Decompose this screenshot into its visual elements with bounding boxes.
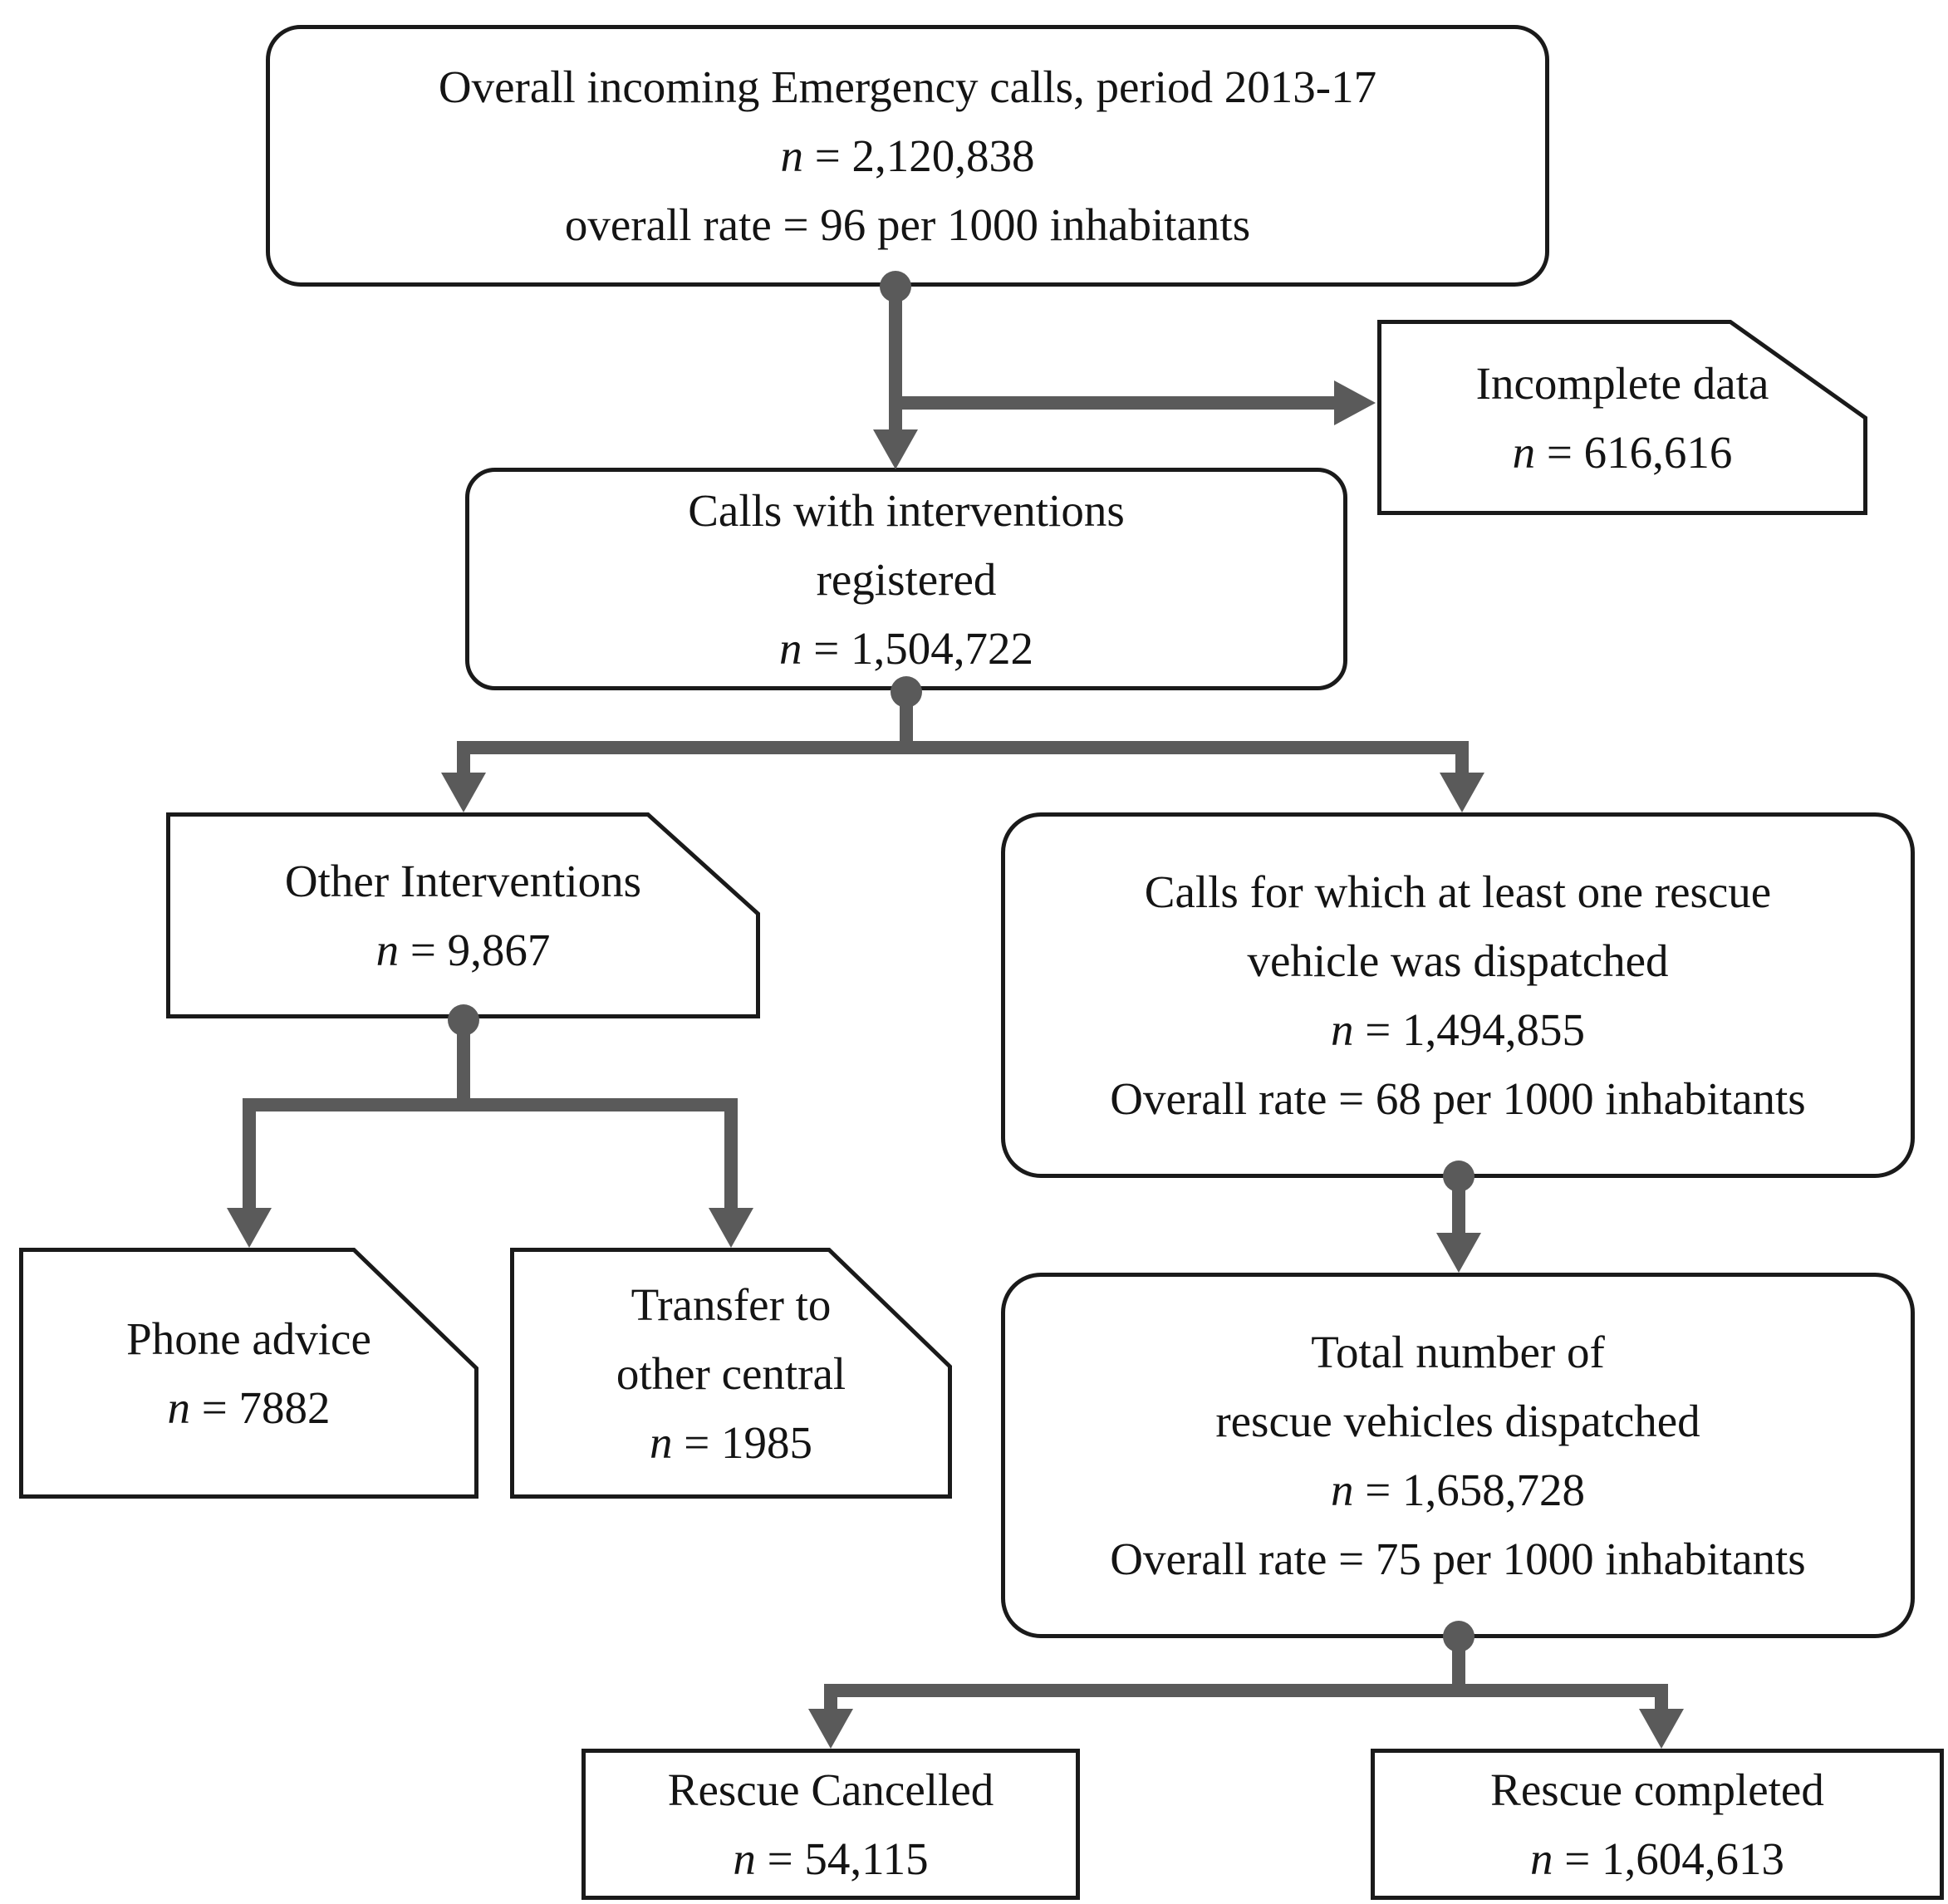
- connector-dot: [880, 271, 911, 302]
- connector-line: [457, 741, 470, 776]
- node-text-line: Transfer to: [631, 1278, 832, 1330]
- arrow-down-icon: [1639, 1709, 1684, 1749]
- cut-corner-shape: [19, 1248, 478, 1499]
- arrow-down-icon: [441, 773, 486, 812]
- node-text-line: Calls with interventions: [688, 484, 1125, 536]
- node-rescue-dispatched-calls: Calls for which at least one rescue vehi…: [1001, 812, 1915, 1178]
- node-text-line: overall rate = 96 per 1000 inhabitants: [564, 199, 1251, 250]
- node-calls-registered: Calls with interventions registered n = …: [465, 468, 1347, 690]
- connector-line: [824, 1684, 837, 1710]
- arrow-down-icon: [1440, 773, 1484, 812]
- node-text-line: Overall incoming Emergency calls, period…: [438, 61, 1377, 112]
- node-total-vehicles-dispatched: Total number of rescue vehicles dispatch…: [1001, 1273, 1915, 1638]
- node-total-content: Total number of rescue vehicles dispatch…: [1005, 1318, 1911, 1593]
- connector-line: [724, 1098, 738, 1210]
- arrow-down-icon: [709, 1208, 753, 1248]
- node-text-line: rescue vehicles dispatched: [1215, 1396, 1700, 1446]
- node-text-line: n = 54,115: [733, 1833, 929, 1884]
- arrow-down-icon: [808, 1709, 853, 1749]
- node-text-line: Other Interventions: [284, 856, 642, 906]
- node-text-line: Incomplete data: [1475, 357, 1769, 409]
- arrow-right-icon: [1334, 380, 1376, 425]
- connector-dot: [891, 676, 922, 708]
- node-text-line: n = 1985: [649, 1416, 813, 1468]
- node-text-line: Rescue completed: [1490, 1764, 1824, 1815]
- connector-line: [824, 1684, 1668, 1697]
- connector-line: [889, 287, 902, 429]
- node-rescue-completed: Rescue completed n = 1,604,613: [1371, 1749, 1944, 1900]
- node-text-line: Overall rate = 75 per 1000 inhabitants: [1110, 1534, 1806, 1584]
- node-text-line: vehicle was dispatched: [1247, 935, 1669, 986]
- connector-line: [457, 1020, 470, 1111]
- node-text-line: Overall rate = 68 per 1000 inhabitants: [1110, 1073, 1806, 1124]
- arrow-down-icon: [873, 429, 918, 469]
- node-cancelled-content: Rescue Cancelled n = 54,115: [586, 1755, 1076, 1893]
- node-other-content: Other Interventions n = 9,867: [166, 846, 760, 984]
- node-text-line: n = 1,494,855: [1330, 1004, 1586, 1055]
- node-rescue-cancelled: Rescue Cancelled n = 54,115: [581, 1749, 1080, 1900]
- node-incomplete-content: Incomplete data n = 616,616: [1377, 349, 1867, 487]
- node-other-interventions: Other Interventions n = 9,867: [166, 812, 760, 1018]
- node-text-line: n = 9,867: [375, 925, 551, 975]
- node-text-line: registered: [816, 553, 997, 605]
- node-text-line: other central: [616, 1347, 846, 1399]
- connector-line: [457, 741, 1469, 754]
- node-phone-advice: Phone advice n = 7882: [19, 1248, 478, 1499]
- node-text-line: Total number of: [1311, 1327, 1605, 1377]
- connector-line: [1455, 741, 1469, 776]
- node-text-line: n = 7882: [167, 1382, 331, 1433]
- node-text-line: n = 616,616: [1512, 426, 1733, 478]
- node-phone-content: Phone advice n = 7882: [19, 1304, 478, 1442]
- node-transfer-content: Transfer to other central n = 1985: [510, 1270, 952, 1477]
- node-completed-content: Rescue completed n = 1,604,613: [1375, 1755, 1940, 1893]
- node-transfer-other-central: Transfer to other central n = 1985: [510, 1248, 952, 1499]
- connector-dot: [448, 1004, 479, 1036]
- connector-dot: [1443, 1161, 1474, 1192]
- connector-line: [243, 1098, 738, 1111]
- node-text-line: Calls for which at least one rescue: [1144, 866, 1772, 917]
- node-registered-content: Calls with interventions registered n = …: [469, 476, 1343, 683]
- node-incomplete-data: Incomplete data n = 616,616: [1377, 320, 1867, 515]
- node-dispatched-content: Calls for which at least one rescue vehi…: [1005, 857, 1911, 1133]
- node-text-line: n = 2,120,838: [780, 130, 1035, 181]
- node-overall-incoming-calls: Overall incoming Emergency calls, period…: [266, 25, 1549, 287]
- connector-line: [1655, 1684, 1668, 1710]
- cut-corner-shape: [1377, 320, 1867, 515]
- connector-line: [243, 1098, 256, 1210]
- node-text-line: Rescue Cancelled: [667, 1764, 994, 1815]
- node-text-line: n = 1,658,728: [1330, 1465, 1586, 1515]
- node-text-line: n = 1,604,613: [1529, 1833, 1785, 1884]
- connector-line: [895, 396, 1336, 410]
- cut-corner-shape: [166, 812, 760, 1018]
- node-overall-content: Overall incoming Emergency calls, period…: [270, 52, 1545, 259]
- cut-corner-shape: [510, 1248, 952, 1499]
- node-text-line: Phone advice: [126, 1313, 371, 1364]
- connector-dot: [1443, 1621, 1474, 1652]
- node-text-line: n = 1,504,722: [778, 622, 1034, 674]
- arrow-down-icon: [227, 1208, 272, 1248]
- arrow-down-icon: [1436, 1233, 1481, 1273]
